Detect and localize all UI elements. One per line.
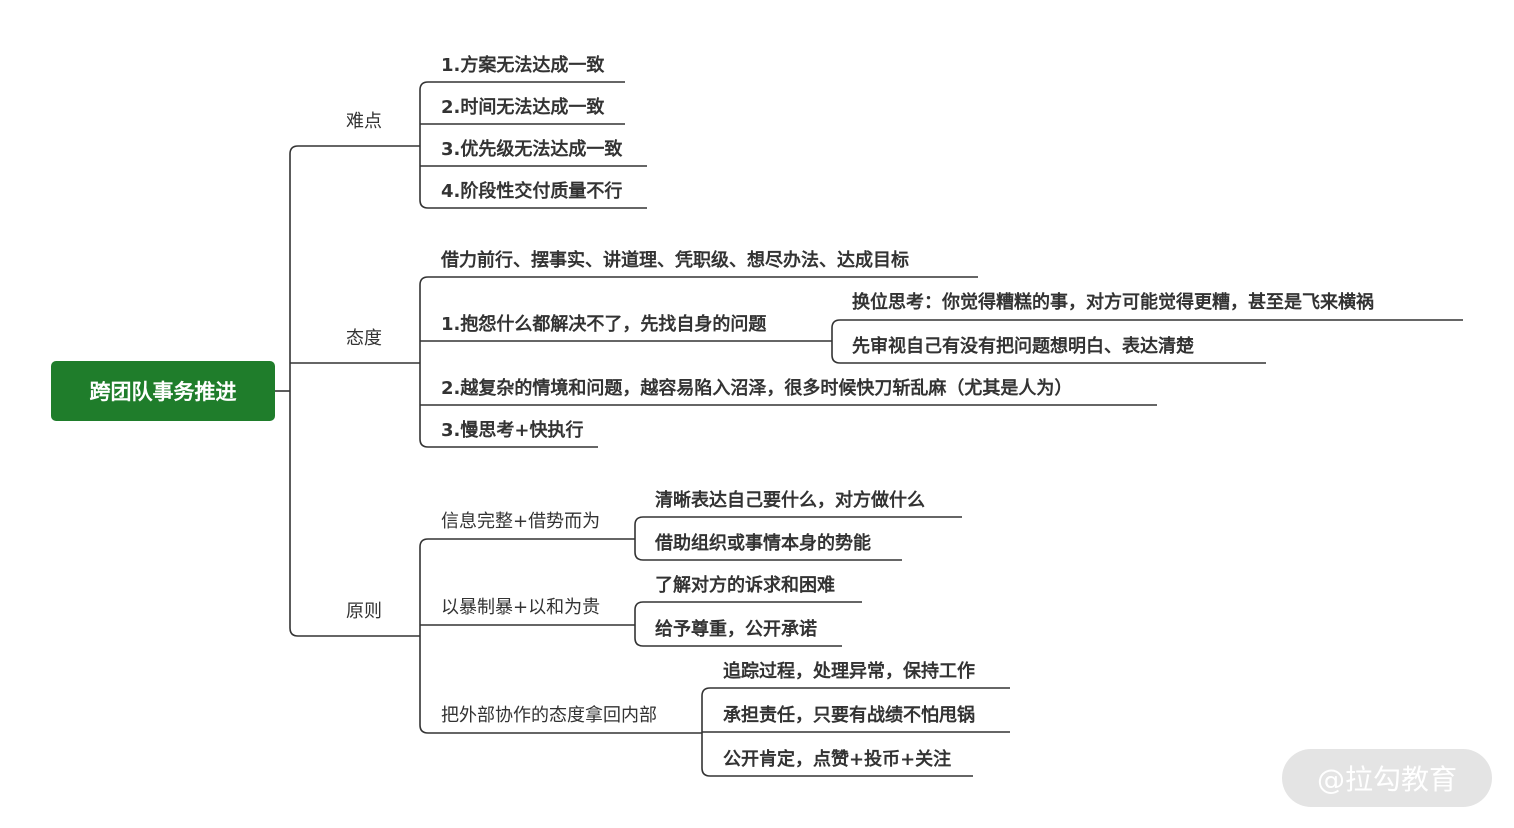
- principle-item-3-child-1[interactable]: 追踪过程，处理异常，保持工作: [723, 661, 975, 682]
- attitude-item-2[interactable]: 2.越复杂的情境和问题，越容易陷入沼泽，很多时候快刀斩乱麻（尤其是人为）: [441, 378, 1073, 399]
- principle-item-2-child-1[interactable]: 了解对方的诉求和困难: [655, 575, 835, 596]
- principle-item-2[interactable]: 以暴制暴+以和为贵: [441, 597, 601, 618]
- attitude-1-elbow-1: [831, 354, 1266, 364]
- attitude-elbow-0: [419, 276, 978, 286]
- root-node[interactable]: 跨团队事务推进: [51, 361, 275, 421]
- level1-elbow-2: [289, 627, 420, 637]
- principle-item-3[interactable]: 把外部协作的态度拿回内部: [441, 705, 657, 726]
- difficulties-elbow-3: [419, 199, 647, 209]
- attitude-item-3[interactable]: 3.慢思考+快执行: [441, 420, 584, 441]
- level1-elbow-0: [289, 145, 420, 155]
- principle-1-elbow-0: [634, 516, 962, 526]
- attitude-elbow-3: [419, 438, 598, 448]
- principle-3-elbow-2: [701, 767, 973, 777]
- principle-2-elbow-0: [634, 601, 862, 611]
- difficulty-item-4[interactable]: 4.阶段性交付质量不行: [441, 181, 623, 202]
- principles-elbow-0: [419, 538, 635, 548]
- attitude-item-1-child-2[interactable]: 先审视自己有没有把问题想明白、表达清楚: [852, 336, 1194, 357]
- attitude-1-elbow-0: [831, 319, 1463, 329]
- principle-1-elbow-1: [634, 551, 902, 561]
- branch-label-principles[interactable]: 原则: [346, 601, 382, 622]
- principles-elbow-2: [419, 724, 702, 734]
- principle-item-1-child-2[interactable]: 借助组织或事情本身的势能: [655, 533, 871, 554]
- principle-3-elbow-0: [701, 687, 1010, 697]
- difficulties-elbow-0: [419, 81, 625, 91]
- principle-item-3-child-2[interactable]: 承担责任，只要有战绩不怕甩锅: [723, 705, 975, 726]
- branch-label-attitude[interactable]: 态度: [346, 328, 382, 349]
- principle-item-1[interactable]: 信息完整+借势而为: [441, 511, 601, 532]
- difficulty-item-3[interactable]: 3.优先级无法达成一致: [441, 139, 623, 160]
- principle-item-3-child-3[interactable]: 公开肯定，点赞+投币+关注: [723, 749, 952, 770]
- difficulty-item-2[interactable]: 2.时间无法达成一致: [441, 97, 605, 118]
- attitude-item-motto[interactable]: 借力前行、摆事实、讲道理、凭职级、想尽办法、达成目标: [441, 250, 909, 271]
- watermark: @拉勾教育: [1282, 749, 1492, 807]
- difficulty-item-1[interactable]: 1.方案无法达成一致: [441, 55, 605, 76]
- branch-label-difficulties[interactable]: 难点: [346, 111, 382, 132]
- attitude-item-1-child-1[interactable]: 换位思考：你觉得糟糕的事，对方可能觉得更糟，甚至是飞来横祸: [852, 292, 1374, 313]
- attitude-item-1[interactable]: 1.抱怨什么都解决不了，先找自身的问题: [441, 314, 767, 335]
- principle-item-1-child-1[interactable]: 清晰表达自己要什么，对方做什么: [655, 490, 925, 511]
- principle-item-2-child-2[interactable]: 给予尊重，公开承诺: [655, 619, 817, 640]
- principle-2-elbow-1: [634, 637, 842, 647]
